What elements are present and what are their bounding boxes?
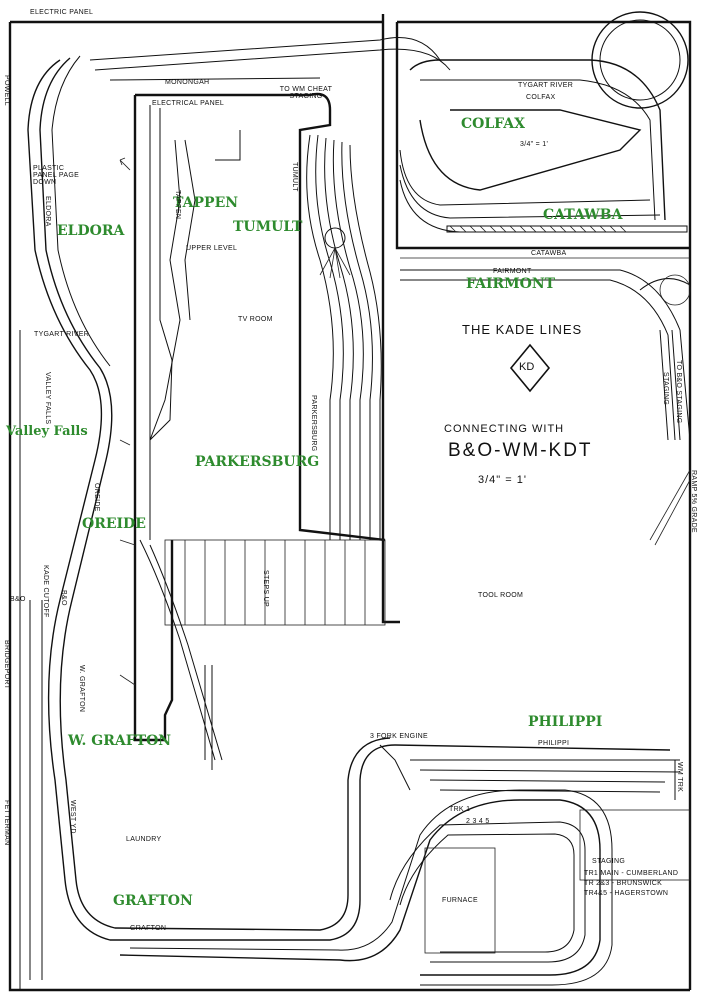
philippi-yard (379, 744, 691, 954)
label-scale-ruler: 3/4" = 1' (520, 141, 549, 148)
title-railroads: B&O-WM-KDT (448, 440, 593, 461)
label-plastic-panel: PLASTIC PANEL PAGE DOWN (33, 165, 80, 186)
label-laundry: LAUNDRY (126, 836, 162, 843)
label-tygart-river-2: TYGART RIVER (34, 331, 90, 338)
label-bo-2: B&O (60, 590, 67, 606)
arrows (119, 157, 136, 686)
label-valley-falls-small: VALLEY FALLS (44, 372, 51, 425)
label-philippi-small: PHILIPPI (538, 740, 570, 747)
label-eldora-small: ELDORA (44, 196, 51, 227)
label-west-yd: WEST YD (69, 800, 76, 834)
label-furnace: FURNACE (442, 897, 478, 904)
label-upper-level: UPPER LEVEL (186, 245, 238, 252)
label-trk1: TRK 1 (449, 806, 471, 813)
town-label-oreide: OREIDE (82, 516, 146, 532)
label-parkersburg-small: PARKERSBURG (310, 395, 317, 452)
label-ramp: RAMP 5% GRADE (690, 470, 697, 533)
label-trk-nums: 2 3 4 5 (466, 818, 490, 825)
tappen-tracks (139, 139, 223, 770)
room-walls (8, 14, 692, 992)
title-scale: 3/4" = 1' (478, 474, 527, 486)
label-fork-engine: 3 FORK ENGINE (370, 733, 428, 740)
label-to-staging-right: TO B&O STAGING (675, 360, 682, 424)
colfax-area (399, 11, 689, 233)
town-label-fairmont: FAIRMONT (466, 276, 556, 292)
label-tygart-river: TYGART RIVER (518, 82, 574, 89)
mainline-tracks (19, 37, 671, 990)
town-label-catawba: CATAWBA (543, 207, 623, 223)
label-kade-cutoff: KADE CUTOFF (42, 565, 49, 618)
town-label-philippi: PHILIPPI (528, 714, 603, 730)
steps (164, 539, 386, 626)
label-staging-3: TR4&5 - HAGERSTOWN (584, 890, 669, 897)
label-tumult-small: TUMULT (291, 162, 298, 192)
label-monongah: MONONGAH (165, 79, 210, 86)
label-staging-title: STAGING (592, 858, 626, 865)
title-connecting-with: CONNECTING WITH (444, 423, 565, 435)
town-label-tumult: TUMULT (233, 219, 303, 235)
label-electrical-panel: ELECTRICAL PANEL (152, 100, 225, 107)
peninsula-benchwork (133, 92, 386, 742)
label-to-staging: TO WM CHEAT STAGING (279, 86, 333, 100)
label-staging-2: TR 2&3 - BRUNSWICK (584, 880, 663, 887)
fairmont-tracks (400, 269, 691, 441)
label-fetterman: FETTERMAN (3, 800, 10, 846)
staging-lead (649, 329, 691, 546)
label-grafton-small: GRAFTON (130, 925, 167, 932)
label-wm-trk: WM TRK (676, 762, 683, 793)
label-w-grafton-small: W. GRAFTON (78, 665, 85, 713)
kd-logo-text: KD (519, 361, 535, 373)
label-powell: POWELL (3, 75, 10, 106)
town-label-eldora: ELDORA (57, 223, 125, 239)
label-tool-room: TOOL ROOM (478, 592, 524, 599)
title-kade-lines: THE KADE LINES (462, 322, 583, 337)
parkersburg-yard (306, 134, 382, 540)
label-steps-up: STEPS UP (262, 570, 269, 608)
label-bridgeport: BRIDGEPORT (3, 640, 10, 690)
town-label-tappen: TAPPEN (173, 195, 239, 211)
label-tappen-small: TAPPEN (174, 190, 181, 220)
label-bo: B&O (10, 596, 26, 603)
label-oreide-small: OREIDE (93, 483, 100, 512)
label-electric-panel: ELECTRIC PANEL (30, 9, 94, 16)
town-label-valley-falls: Valley Falls (6, 424, 88, 439)
label-staging-right: STAGING (662, 372, 669, 406)
label-catawba-small: CATAWBA (531, 250, 567, 257)
label-colfax-small: COLFAX (526, 94, 556, 101)
label-fairmont-small: FAIRMONT (493, 268, 532, 275)
town-label-grafton: GRAFTON (113, 893, 193, 909)
label-staging-1: TR1 MAIN - CUMBERLAND (584, 870, 679, 877)
label-tv-room: TV ROOM (238, 316, 273, 323)
town-label-w-grafton: W. GRAFTON (68, 733, 172, 749)
kd-logo (509, 343, 551, 393)
town-label-parkersburg: PARKERSBURG (195, 454, 320, 470)
town-label-colfax: COLFAX (461, 116, 526, 132)
